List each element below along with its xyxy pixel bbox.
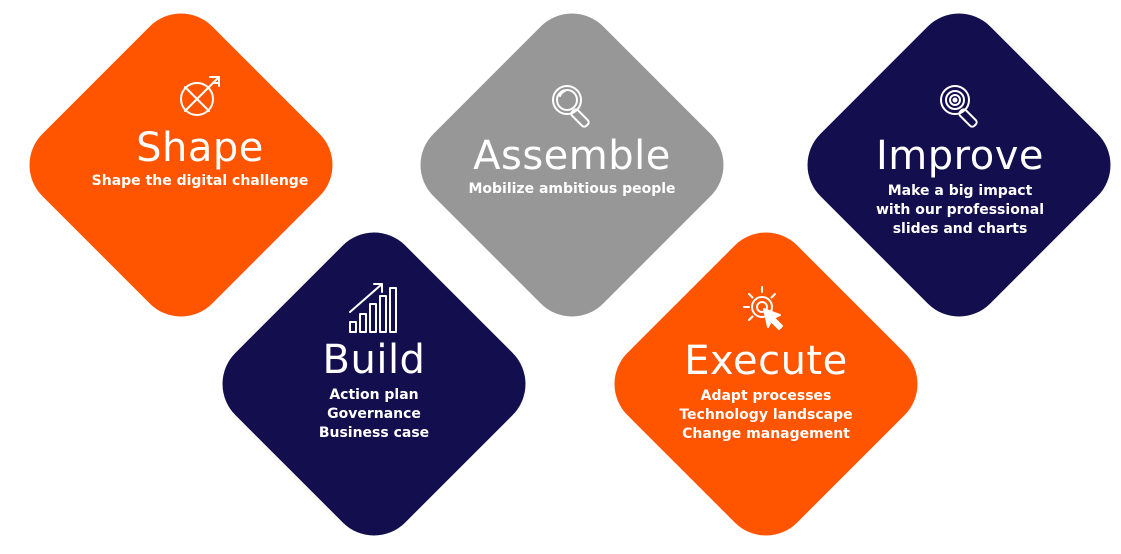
build-card: Build Action plan Governance Business ca… — [234, 278, 514, 443]
improve-line-2: with our professional — [875, 202, 1045, 218]
shape-title: Shape — [136, 125, 264, 171]
build-line-1: Action plan — [329, 387, 419, 403]
build-line-2: Governance — [327, 406, 421, 422]
improve-title: Improve — [876, 133, 1044, 179]
improve-card: Improve Make a big impact with our profe… — [820, 78, 1100, 239]
shape-card: Shape Shape the digital challenge — [40, 70, 360, 191]
improve-line-3: slides and charts — [892, 221, 1028, 237]
improve-line-1: Make a big impact — [887, 183, 1033, 199]
execute-line-3: Change management — [682, 426, 850, 442]
build-title: Build — [322, 337, 426, 383]
assemble-card: Assemble Mobilize ambitious people — [432, 78, 712, 199]
execute-title: Execute — [684, 338, 848, 384]
build-line-3: Business case — [318, 425, 430, 441]
shape-line-1: Shape the digital challenge — [91, 173, 309, 189]
target-arrow-icon — [180, 76, 220, 116]
execute-line-2: Technology landscape — [679, 407, 853, 423]
execute-card: Execute Adapt processes Technology lands… — [626, 283, 906, 444]
assemble-title: Assemble — [473, 133, 671, 179]
bar-chart-growth-icon — [349, 283, 397, 333]
execute-line-1: Adapt processes — [700, 388, 832, 404]
magnifier-icon — [552, 85, 590, 128]
click-target-icon — [743, 286, 783, 330]
magnifier-target-icon — [940, 85, 978, 128]
assemble-line-1: Mobilize ambitious people — [468, 181, 676, 197]
